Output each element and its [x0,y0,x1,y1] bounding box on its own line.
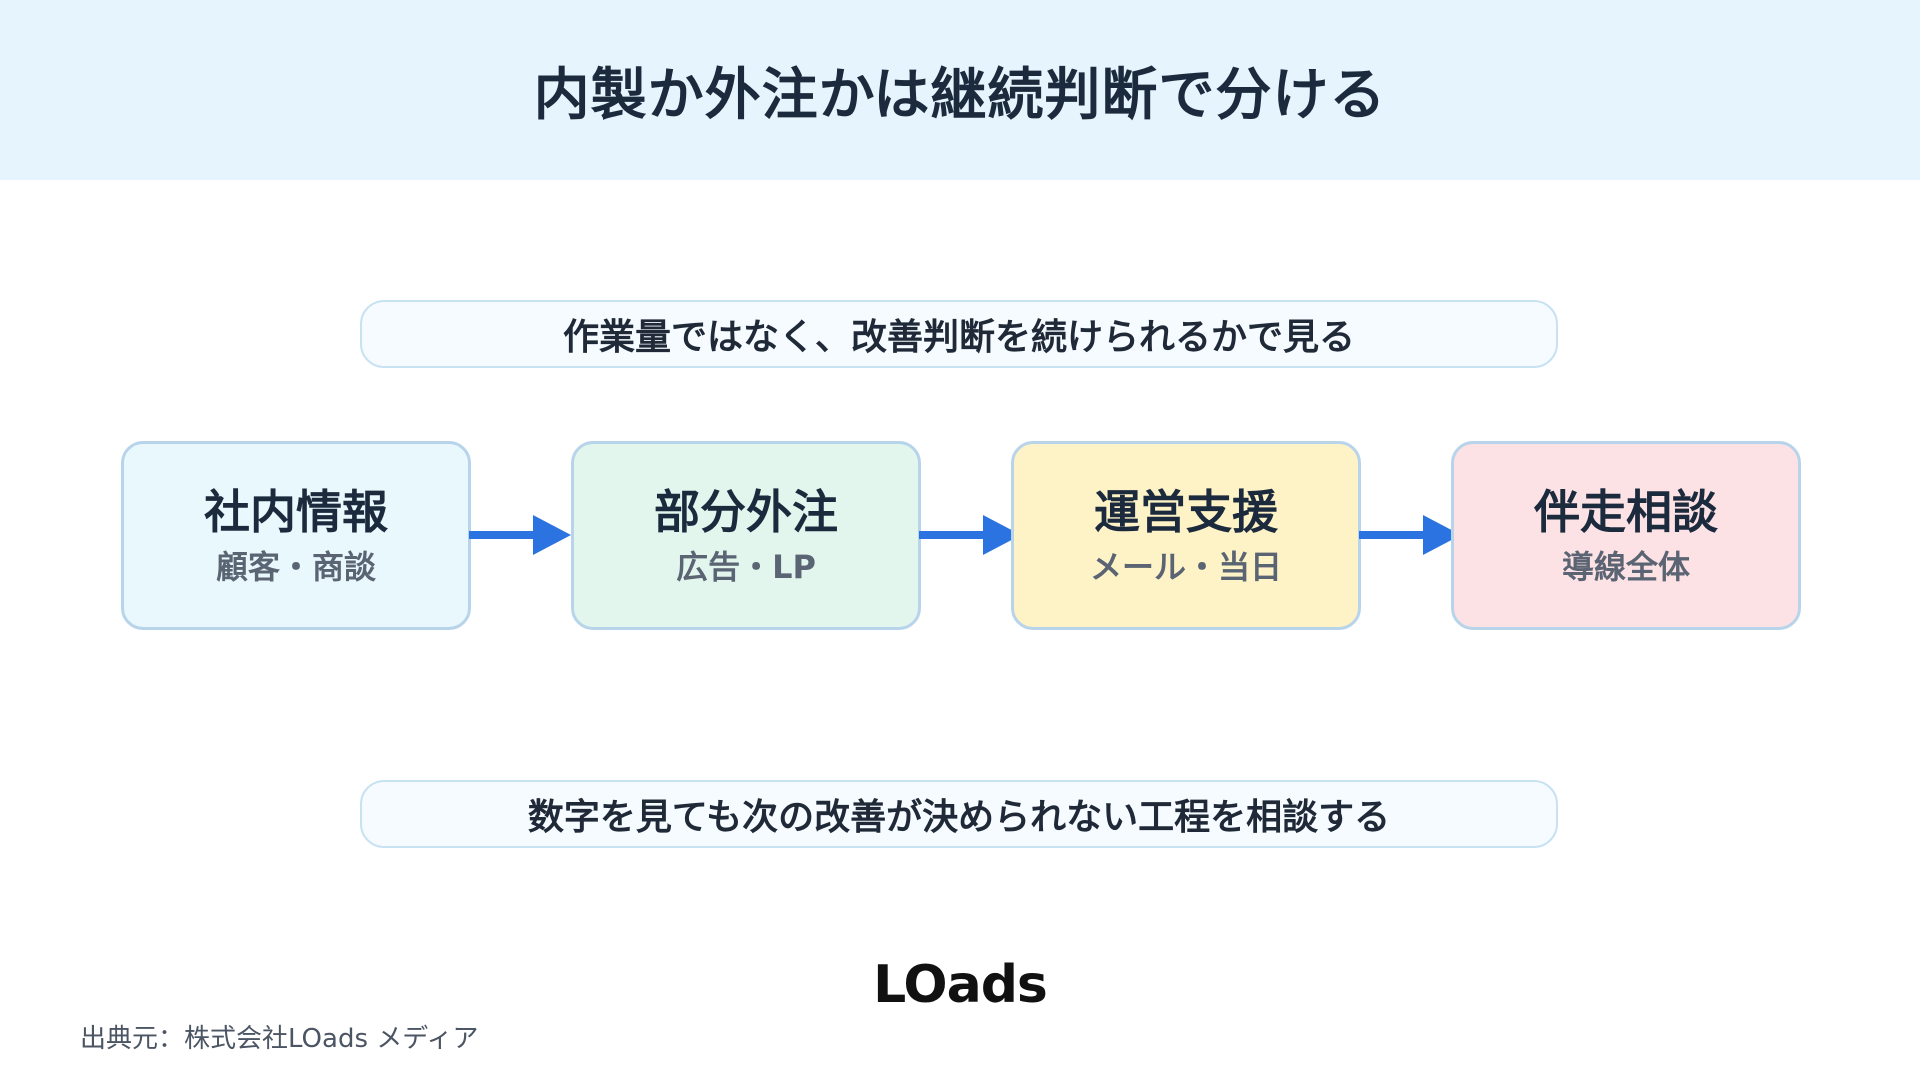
step-box-operations-support: 運営支援 メール・当日 [1011,441,1361,630]
arrow-right-icon [919,515,1021,555]
step-box-internal-info: 社内情報 顧客・商談 [121,441,471,630]
arrow-head [533,515,571,555]
top-note: 作業量ではなく、改善判断を続けられるかで見る [360,300,1558,368]
arrow-shaft [469,531,537,539]
step-subtitle: メール・当日 [1089,547,1282,586]
step-subtitle: 導線全体 [1561,547,1690,586]
step-subtitle: 広告・LP [676,547,816,586]
step-title: 伴走相談 [1534,484,1718,539]
step-title: 運営支援 [1094,484,1278,539]
loads-logo: LOads [873,955,1048,1015]
source-credit: 出典元：株式会社LOads メディア [80,1024,479,1054]
step-box-advisory: 伴走相談 導線全体 [1451,441,1801,630]
step-box-partial-outsourcing: 部分外注 広告・LP [571,441,921,630]
step-subtitle: 顧客・商談 [215,547,376,586]
arrow-shaft [919,531,987,539]
arrow-head [983,515,1021,555]
arrow-shaft [1359,531,1427,539]
arrow-head [1423,515,1461,555]
bottom-note: 数字を見ても次の改善が決められない工程を相談する [360,780,1558,848]
arrow-right-icon [1359,515,1461,555]
page-title: 内製か外注かは継続判断で分ける [533,62,1387,128]
step-title: 部分外注 [654,484,838,539]
header-band: 内製か外注かは継続判断で分ける [0,0,1920,180]
arrow-right-icon [469,515,571,555]
step-title: 社内情報 [204,484,388,539]
